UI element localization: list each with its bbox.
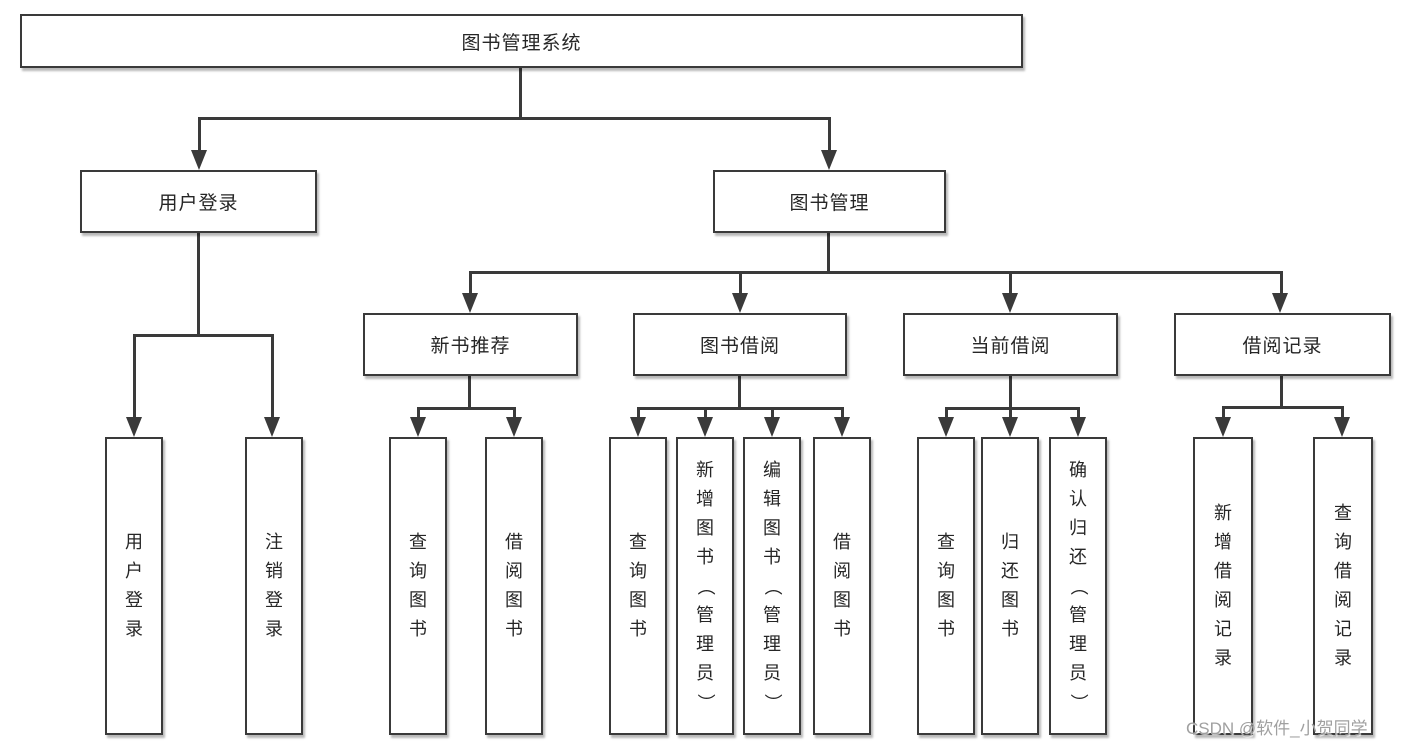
edge-drop-br-add: [1222, 406, 1225, 419]
edge-drop-book-borrow: [739, 271, 742, 296]
node-new-book-recommend: 新书推荐: [363, 313, 578, 376]
arrowhead-user-login: [191, 150, 207, 170]
edge-new-book-branch: [417, 407, 516, 410]
arrowhead-book-borrow: [732, 293, 748, 313]
edge-drop-login-leaf: [133, 334, 136, 420]
edge-drop-bb-edit: [771, 407, 774, 419]
leaf-br-query-record: 查询借阅记录: [1313, 437, 1373, 735]
leaf-br-add-record: 新增借阅记录: [1193, 437, 1253, 735]
edge-drop-new-book: [469, 271, 472, 296]
leaf-logout: 注销登录: [245, 437, 303, 735]
edge-book-management-stem: [827, 233, 830, 274]
edge-level2-branch: [198, 117, 831, 120]
edge-drop-bb-borrow: [841, 407, 844, 419]
leaf-bb-edit-books-admin: 编辑图书（管理员）: [743, 437, 801, 735]
edge-drop-bb-add: [704, 407, 707, 419]
leaf-cb-query-books: 查询图书: [917, 437, 975, 735]
edge-drop-borrow-records: [1280, 271, 1283, 296]
edge-user-login-branch: [133, 334, 274, 337]
arrowhead-bb-edit: [764, 417, 780, 437]
edge-new-book-stem: [468, 376, 471, 410]
arrowhead-nb-borrow: [506, 417, 522, 437]
edge-drop-br-query: [1341, 406, 1344, 419]
leaf-nb-query-books: 查询图书: [389, 437, 447, 735]
leaf-cb-confirm-return-admin: 确认归还（管理员）: [1049, 437, 1107, 735]
edge-borrow-records-stem: [1280, 376, 1283, 409]
arrowhead-logout-leaf: [264, 417, 280, 437]
edge-drop-nb-borrow: [513, 407, 516, 419]
arrowhead-bb-add: [697, 417, 713, 437]
edge-current-borrow-stem: [1009, 376, 1012, 410]
edge-drop-cb-return: [1009, 407, 1012, 419]
arrowhead-cb-query: [938, 417, 954, 437]
edge-drop-bb-query: [637, 407, 640, 419]
arrowhead-login-leaf: [126, 417, 142, 437]
node-borrow-records: 借阅记录: [1174, 313, 1391, 376]
leaf-bb-borrow-books: 借阅图书: [813, 437, 871, 735]
leaf-bb-add-books-admin: 新增图书（管理员）: [676, 437, 734, 735]
edge-current-borrow-branch: [945, 407, 1080, 410]
edge-drop-book-management: [828, 117, 831, 153]
leaf-cb-return-books: 归还图书: [981, 437, 1039, 735]
arrowhead-nb-query: [410, 417, 426, 437]
edge-root-stem: [519, 68, 522, 119]
edge-drop-nb-query: [417, 407, 420, 419]
edge-drop-cb-query: [945, 407, 948, 419]
arrowhead-book-management: [821, 150, 837, 170]
edge-user-login-stem: [197, 233, 200, 337]
edge-book-borrow-stem: [738, 376, 741, 410]
arrowhead-br-query: [1334, 417, 1350, 437]
leaf-user-login: 用户登录: [105, 437, 163, 735]
arrowhead-current-borrow: [1002, 293, 1018, 313]
edge-drop-current-borrow: [1009, 271, 1012, 296]
arrowhead-borrow-records: [1272, 293, 1288, 313]
arrowhead-bb-borrow: [834, 417, 850, 437]
edge-level3-branch: [469, 271, 1283, 274]
arrowhead-cb-confirm: [1070, 417, 1086, 437]
node-current-borrow: 当前借阅: [903, 313, 1118, 376]
edge-borrow-records-branch: [1222, 406, 1344, 409]
node-root: 图书管理系统: [20, 14, 1023, 68]
node-book-borrow: 图书借阅: [633, 313, 847, 376]
arrowhead-br-add: [1215, 417, 1231, 437]
edge-drop-cb-confirm: [1077, 407, 1080, 419]
csdn-watermark: CSDN @软件_小贺同学: [1186, 719, 1368, 738]
node-user-login: 用户登录: [80, 170, 317, 233]
edge-drop-logout-leaf: [271, 334, 274, 420]
node-book-management: 图书管理: [713, 170, 946, 233]
leaf-nb-borrow-books: 借阅图书: [485, 437, 543, 735]
edge-book-borrow-branch: [637, 407, 844, 410]
leaf-bb-query-books: 查询图书: [609, 437, 667, 735]
arrowhead-new-book: [462, 293, 478, 313]
arrowhead-cb-return: [1002, 417, 1018, 437]
arrowhead-bb-query: [630, 417, 646, 437]
edge-drop-user-login: [198, 117, 201, 153]
